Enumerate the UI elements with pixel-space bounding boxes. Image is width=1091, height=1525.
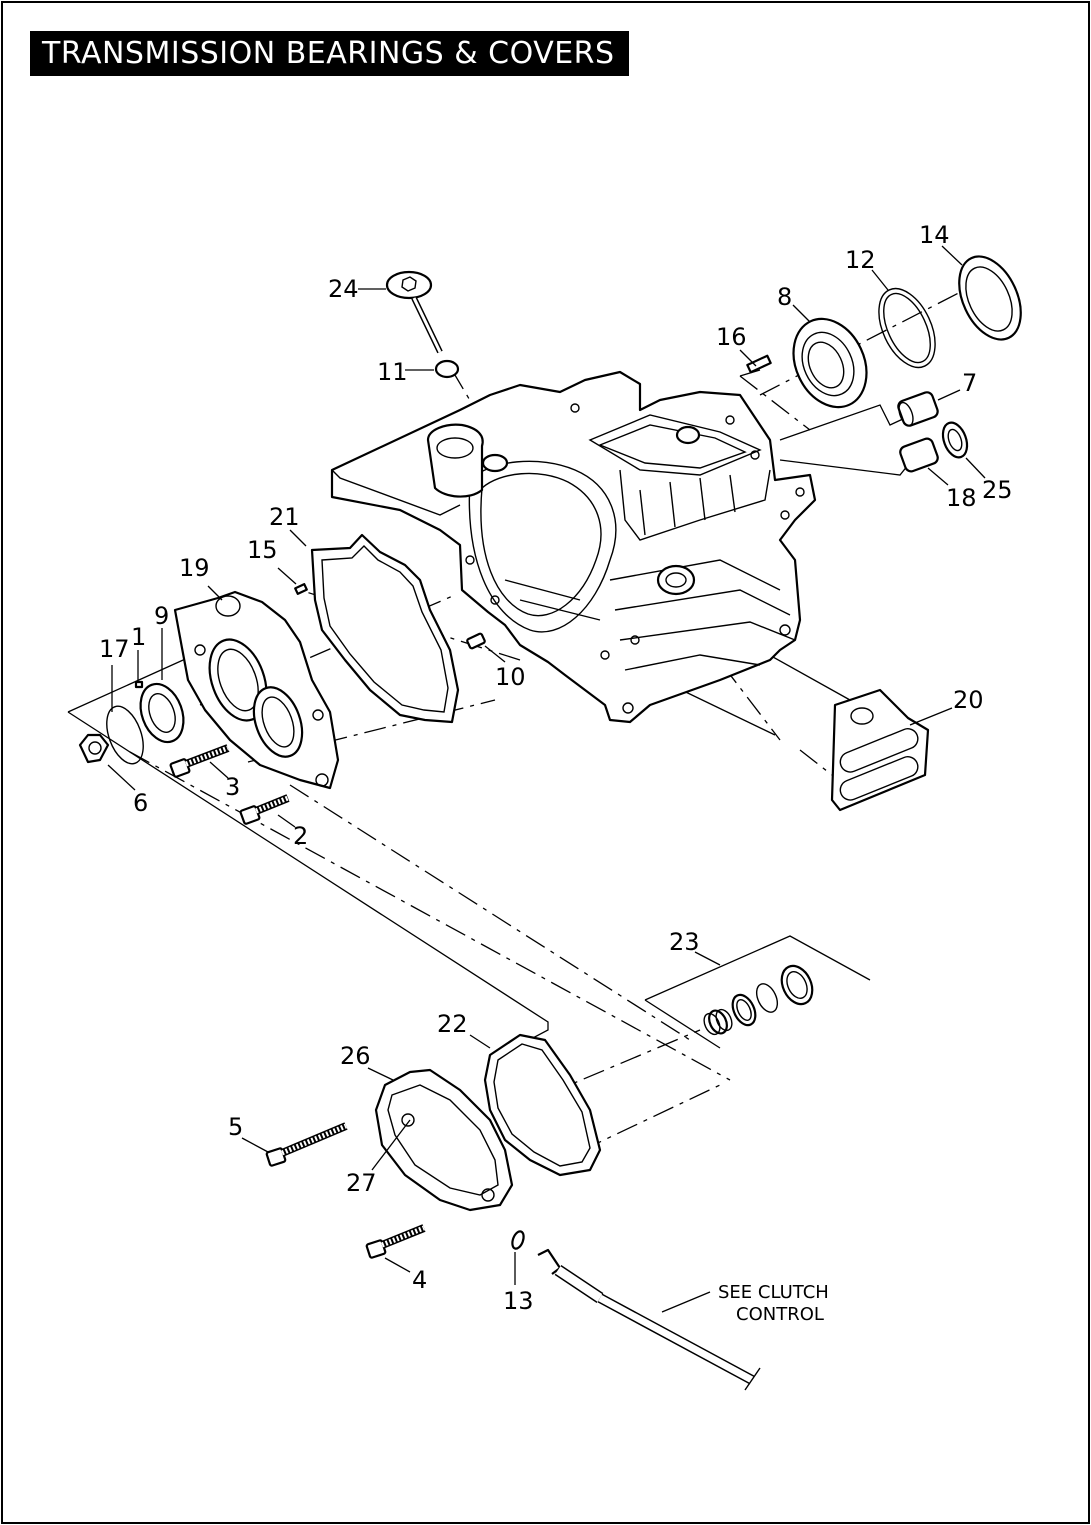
side-cover xyxy=(374,1068,514,1212)
plug xyxy=(466,632,486,650)
dowel-pin xyxy=(294,583,308,595)
leader-lines xyxy=(107,245,986,1313)
main-gasket xyxy=(310,533,460,724)
callout-25: 25 xyxy=(982,476,1013,504)
oil-seal xyxy=(958,255,1022,341)
pin xyxy=(134,680,144,689)
callout-5: 5 xyxy=(228,1113,243,1141)
top-cover-gasket xyxy=(830,688,930,812)
callout-23: 23 xyxy=(669,928,700,956)
callout-17: 17 xyxy=(99,635,130,663)
callout-labels: 1 2 3 4 5 6 7 8 9 10 11 12 13 14 15 16 1… xyxy=(99,221,1013,1315)
callout-1: 1 xyxy=(131,623,146,651)
side-cover-gasket xyxy=(483,1033,602,1177)
nut xyxy=(78,733,110,764)
screw-medium xyxy=(365,1224,426,1259)
bearing-small xyxy=(139,682,185,744)
callout-16: 16 xyxy=(716,323,747,351)
bushing xyxy=(899,437,939,473)
page-title: TRANSMISSION BEARINGS & COVERS xyxy=(30,31,629,76)
bearing-main xyxy=(792,317,868,409)
callout-3: 3 xyxy=(225,773,240,801)
needle-bearing xyxy=(897,391,939,427)
callout-10: 10 xyxy=(495,663,526,691)
callout-20: 20 xyxy=(953,686,984,714)
callout-19: 19 xyxy=(179,554,210,582)
callout-7: 7 xyxy=(962,369,977,397)
screw-long-upper xyxy=(169,744,230,778)
callout-6: 6 xyxy=(133,789,148,817)
screw-short xyxy=(239,794,290,825)
callout-2: 2 xyxy=(293,822,308,850)
callout-18: 18 xyxy=(946,484,977,512)
callout-24: 24 xyxy=(328,275,359,303)
callout-22: 22 xyxy=(437,1010,468,1038)
callout-26: 26 xyxy=(340,1042,371,1070)
bearing-housing xyxy=(173,590,340,790)
screw-small xyxy=(746,354,772,374)
callout-11: 11 xyxy=(377,358,408,386)
small-seal xyxy=(941,421,969,459)
callout-27: 27 xyxy=(346,1169,377,1197)
callout-12: 12 xyxy=(845,246,876,274)
callout-13: 13 xyxy=(503,1287,534,1315)
callout-21: 21 xyxy=(269,503,300,531)
callout-14: 14 xyxy=(919,221,950,249)
dipstick xyxy=(385,270,443,354)
callout-4: 4 xyxy=(412,1266,427,1294)
clutch-note-line1: SEE CLUTCH xyxy=(718,1282,829,1303)
o-ring xyxy=(434,359,460,379)
screw-long xyxy=(265,1122,348,1167)
clutch-note-line2: CONTROL xyxy=(736,1304,824,1325)
snap-ring xyxy=(106,705,144,765)
callout-8: 8 xyxy=(777,283,792,311)
transmission-case xyxy=(330,370,817,724)
cable-o-ring xyxy=(511,1230,525,1250)
retaining-ring xyxy=(878,287,936,369)
release-mechanism xyxy=(703,964,814,1036)
callout-9: 9 xyxy=(154,602,169,630)
clutch-cable xyxy=(537,1248,761,1391)
callout-15: 15 xyxy=(247,536,278,564)
